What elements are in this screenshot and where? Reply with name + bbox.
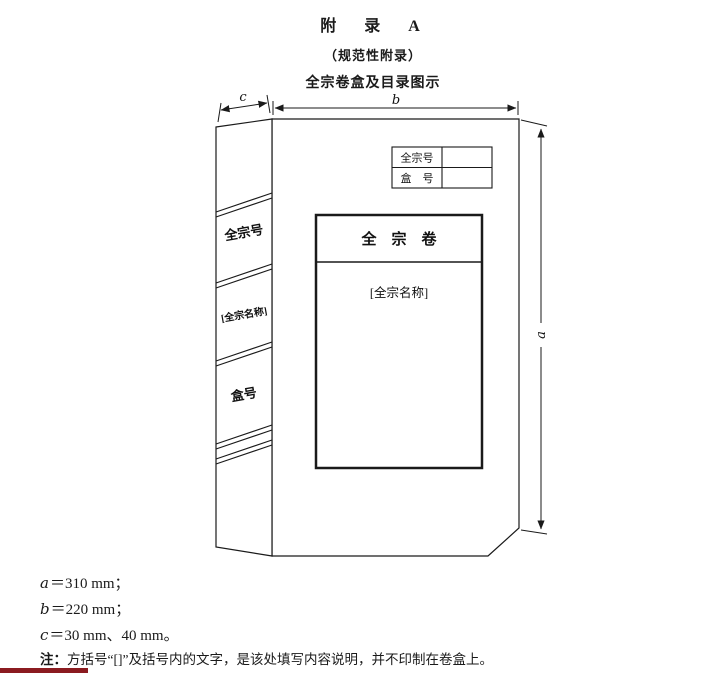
spine-bands — [215, 192, 273, 465]
note-dim-b: b＝220 mm； — [40, 596, 493, 622]
footnote-prefix: 注： — [40, 652, 67, 667]
footnote-text: 方括号“[]”及括号内的文字，是该处填写内容说明，并不印制在卷盒上。 — [67, 652, 493, 667]
note-b-text: ＝220 mm； — [50, 602, 131, 618]
box-outline — [215, 118, 520, 557]
dimension-c: c — [217, 90, 271, 123]
inner-title: 全 宗 卷 — [360, 230, 437, 248]
dimension-notes: a＝310 mm； b＝220 mm； c＝30 mm、40 mm。 注：方括号… — [40, 570, 493, 670]
table-row1-label: 全宗号 — [401, 151, 434, 165]
spine-box-no-label: 盒号 — [230, 385, 258, 404]
spine-face — [215, 118, 273, 557]
inner-label-frame: 全 宗 卷 [全宗名称] — [314, 213, 484, 470]
note-c-text: ＝30 mm、40 mm。 — [49, 628, 179, 644]
figure-caption: 全宗卷盒及目录图示 — [305, 76, 441, 91]
dimension-a: a — [520, 119, 549, 535]
page-footer-rule — [0, 668, 88, 673]
inner-fonds-name-placeholder: [全宗名称] — [370, 285, 428, 300]
footnote: 注：方括号“[]”及括号内的文字，是该处填写内容说明，并不印制在卷盒上。 — [40, 650, 493, 670]
dim-c-label: c — [239, 90, 247, 105]
appendix-subtitle: （规范性附录） — [323, 48, 422, 63]
note-dim-c: c＝30 mm、40 mm。 — [40, 622, 493, 648]
note-a-text: ＝310 mm； — [49, 576, 130, 592]
dimension-b: b — [272, 93, 519, 115]
dim-b-label: b — [392, 93, 400, 108]
page-header: 附 录 A （规范性附录） 全宗卷盒及目录图示 — [43, 12, 703, 92]
note-a-symbol: a — [40, 574, 49, 592]
front-info-table: 全宗号 盒 号 — [391, 146, 493, 189]
table-row2-label: 盒 号 — [401, 171, 434, 185]
spine-fonds-no-label: 全宗号 — [222, 222, 264, 244]
note-b-symbol: b — [40, 600, 50, 618]
note-dim-a: a＝310 mm； — [40, 570, 493, 596]
note-c-symbol: c — [40, 626, 49, 644]
dim-a-label: a — [534, 331, 549, 339]
appendix-title: 附 录 A — [320, 18, 426, 35]
